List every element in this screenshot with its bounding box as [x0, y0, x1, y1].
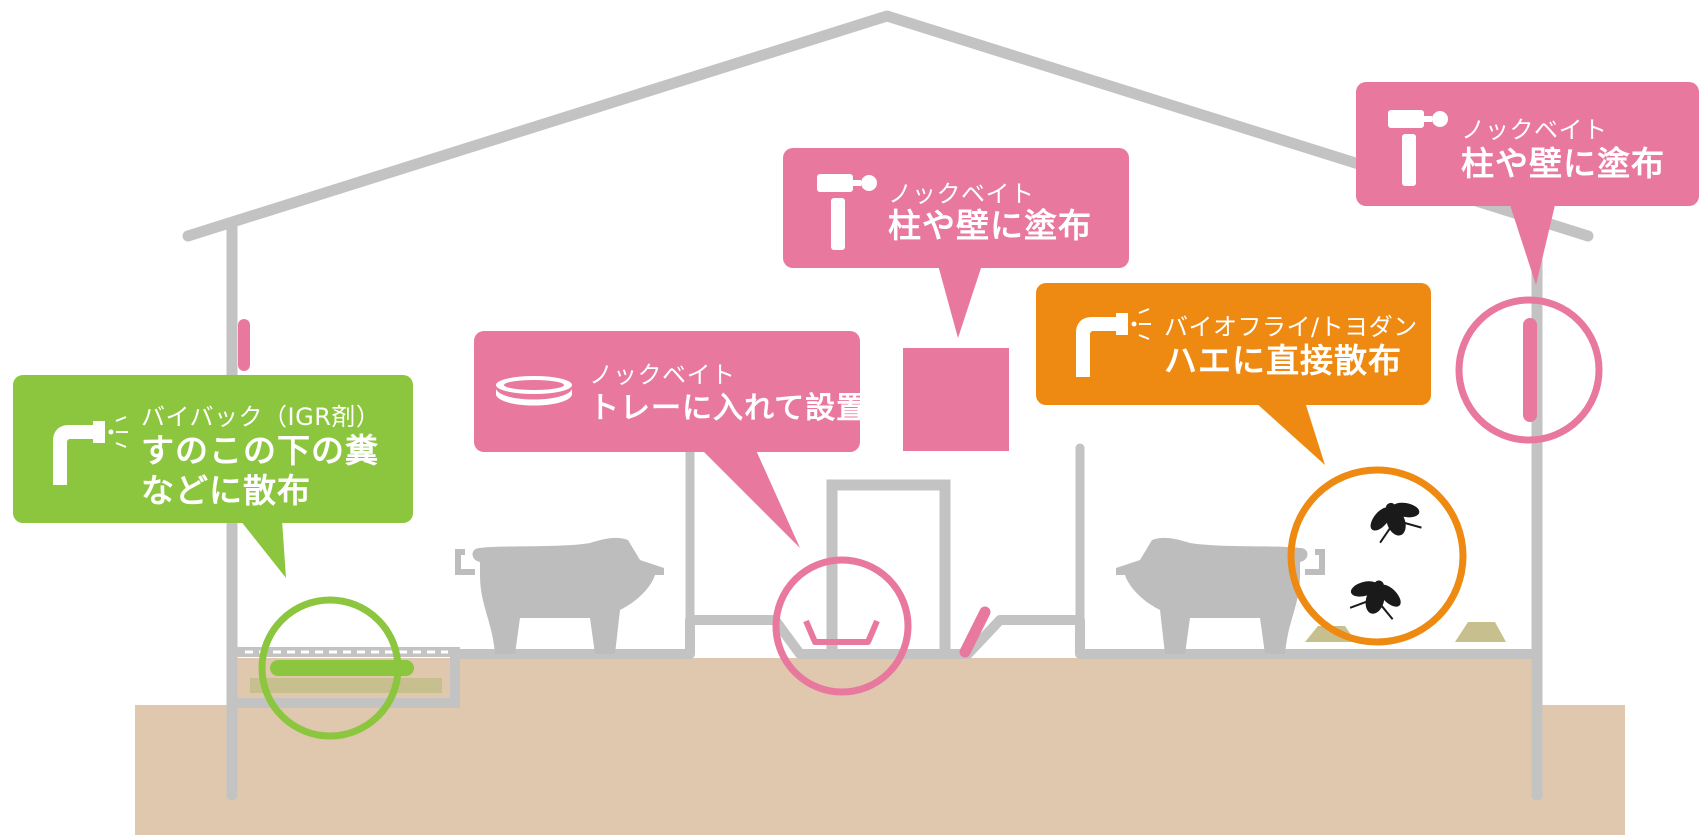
callout-right-product: ノックベイト: [1461, 116, 1608, 144]
callout-green-product: バイバック（IGR剤）: [141, 403, 381, 431]
pig-right: [1116, 537, 1325, 654]
action-line: 柱や壁に塗布: [888, 206, 1092, 245]
action-line: などに散布: [141, 471, 311, 510]
paint-roller-icon: [1388, 110, 1448, 186]
manure-layer: [250, 678, 442, 693]
callout-orange: バイオフライ/トヨダン ハエに直接散布: [1036, 283, 1431, 405]
callout-orange-action: ハエに直接散布: [1164, 341, 1402, 381]
callout-tail-green: [240, 520, 286, 578]
callout-orange-product: バイオフライ/トヨダン: [1164, 313, 1418, 341]
paint-roller-icon: [817, 174, 877, 250]
highlight-circle-pit: [258, 596, 402, 740]
action-line: トレーに入れて設置: [589, 391, 868, 426]
highlight-circle-flies: [1287, 466, 1467, 646]
action-line: 柱や壁に塗布: [1461, 144, 1665, 183]
callout-green-action: すのこの下の糞 などに散布: [141, 431, 379, 511]
bait-pile: [1455, 622, 1506, 642]
spray-nozzle-icon: [1076, 308, 1151, 377]
fly-icon: [1349, 580, 1401, 620]
callout-right-wall: ノックベイト 柱や壁に塗布: [1356, 82, 1699, 206]
callout-green: バイバック（IGR剤） すのこの下の糞 などに散布: [13, 375, 413, 523]
callout-tail-right: [1510, 205, 1555, 285]
callout-center-wall: ノックベイト 柱や壁に塗布: [783, 148, 1129, 268]
barn-floor: [450, 615, 1537, 661]
wall-bait-board: [903, 348, 1009, 451]
pink-board-right: [959, 606, 991, 658]
spray-nozzle-icon: [53, 416, 128, 485]
callout-tail-orange: [1255, 402, 1325, 465]
bait-tray: [803, 619, 880, 645]
callout-center-product: ノックベイト: [888, 180, 1035, 208]
callout-right-action: 柱や壁に塗布: [1461, 144, 1665, 184]
action-line: ハエに直接散布: [1164, 341, 1402, 380]
highlight-circle-tray: [772, 556, 912, 696]
sprayed-area: [270, 660, 414, 676]
tray-icon: [496, 376, 572, 406]
callout-tail-tray: [700, 448, 800, 548]
pig-left: [455, 537, 664, 654]
callout-tray-product: ノックベイト: [589, 361, 736, 389]
callout-center-action: 柱や壁に塗布: [888, 206, 1092, 246]
callout-tray-action: トレーに入れて設置: [589, 389, 867, 429]
door-frame: [826, 479, 951, 654]
callout-tray: ノックベイト トレーに入れて設置: [474, 331, 866, 452]
action-line: すのこの下の糞: [141, 431, 379, 470]
highlight-circle-wall: [1455, 296, 1603, 444]
roof: [182, 10, 1594, 242]
fly-icon: [1370, 502, 1422, 544]
callout-tail-center: [938, 265, 982, 338]
ground: [135, 705, 1625, 835]
